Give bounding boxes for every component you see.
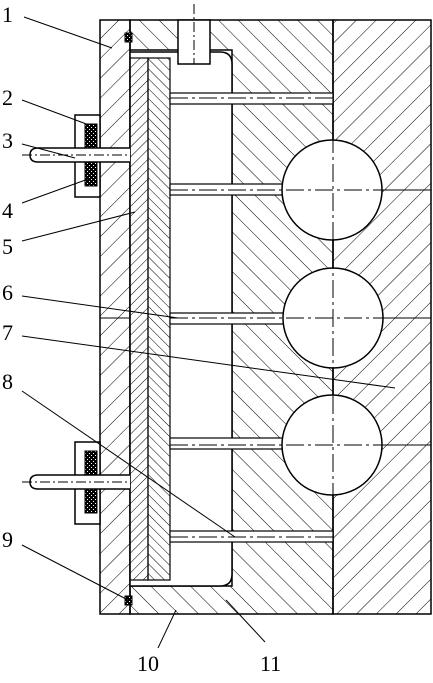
- callout-6: 6: [2, 280, 13, 305]
- upper-bolt: [22, 114, 130, 198]
- sphere-cavities: [170, 97, 431, 538]
- callout-1: 1: [2, 2, 13, 27]
- callout-5: 5: [2, 234, 13, 259]
- callout-8: 8: [2, 369, 13, 394]
- leader-lines: [21, 16, 396, 649]
- callout-11: 11: [260, 651, 281, 676]
- callout-labels: 1 2 3 4 5 6 7 8 9 10 11: [2, 2, 281, 676]
- lower-bolt: [22, 441, 130, 525]
- callout-7: 7: [2, 320, 13, 345]
- diaphragm-plates: [129, 57, 171, 581]
- callout-9: 9: [2, 527, 13, 552]
- callout-2: 2: [2, 85, 13, 110]
- callout-3: 3: [2, 128, 13, 153]
- seals: [124, 32, 133, 606]
- outer-plate: [99, 19, 131, 615]
- top-port: [177, 4, 211, 65]
- callout-10: 10: [137, 651, 159, 676]
- callout-4: 4: [2, 198, 13, 223]
